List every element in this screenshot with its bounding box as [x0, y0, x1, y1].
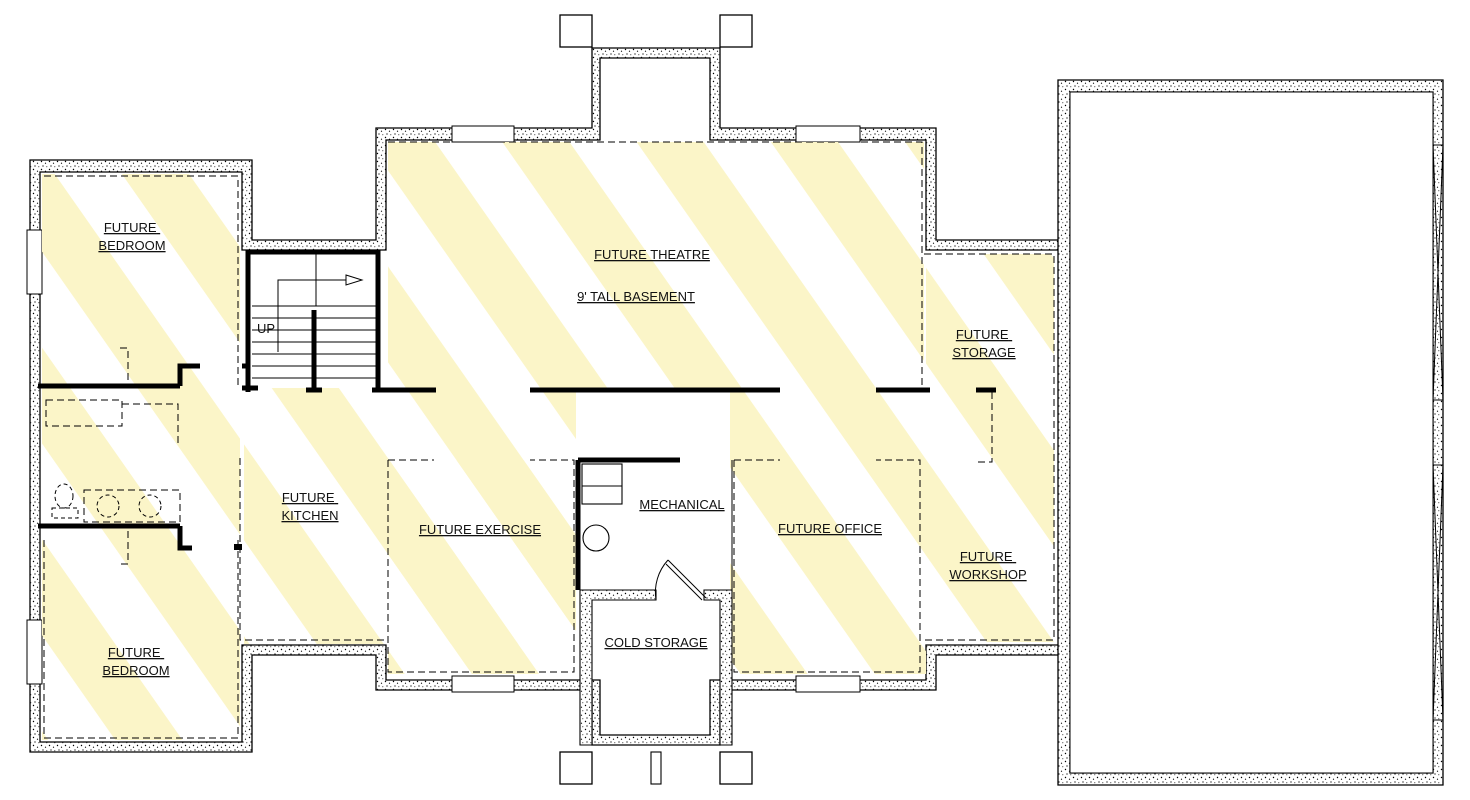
svg-text:FUTURE KITCHEN: FUTURE KITCHEN	[281, 490, 338, 523]
room-label-kitchen-line1: FUTURE	[282, 490, 335, 505]
room-labels: FUTURE BEDROOM FUTURE THEATRE 9' TALL BA…	[98, 220, 1026, 678]
room-label-office: FUTURE OFFICE	[778, 521, 882, 536]
room-label-bedroom-top-line2: BEDROOM	[98, 238, 165, 253]
fixtures	[51, 463, 623, 552]
svg-text:FUTURE THEATRE: FUTURE THEATRE	[594, 247, 710, 262]
basement-height-note: 9' TALL BASEMENT	[577, 289, 695, 304]
garage-block	[1057, 79, 1444, 786]
room-label-exercise: FUTURE EXERCISE	[419, 522, 541, 537]
room-label-workshop-line2: WORKSHOP	[949, 567, 1026, 582]
room-label-workshop-line1: FUTURE	[960, 549, 1013, 564]
future-partitions	[43, 141, 1055, 739]
room-label-cold-storage: COLD STORAGE	[604, 635, 707, 650]
stair: UP	[252, 254, 378, 379]
cold-storage-walls	[579, 460, 733, 746]
exterior-posts	[559, 14, 753, 785]
stair-label: UP	[257, 321, 275, 336]
svg-text:COLD STORAGE: COLD STORAGE	[604, 635, 707, 650]
foundation-walls	[26, 47, 1061, 753]
room-label-kitchen-line2: KITCHEN	[281, 508, 338, 523]
svg-text:9' TALL BASEMENT: 9' TALL BASEMENT	[577, 289, 695, 304]
svg-text:FUTURE BEDROOM: FUTURE BEDROOM	[102, 645, 169, 678]
svg-text:FUTURE BEDROOM: FUTURE BEDROOM	[98, 220, 165, 253]
room-label-bedroom-bottom-line1: FUTURE	[108, 645, 161, 660]
svg-text:FUTURE OFFICE: FUTURE OFFICE	[778, 521, 882, 536]
room-label-theatre: FUTURE THEATRE	[594, 247, 710, 262]
svg-text:FUTURE EXERCISE: FUTURE EXERCISE	[419, 522, 541, 537]
room-label-storage-line2: STORAGE	[952, 345, 1016, 360]
room-label-bedroom-top-line1: FUTURE	[104, 220, 157, 235]
future-area-fill	[42, 142, 1054, 740]
svg-text:FUTURE WORKSHOP: FUTURE WORKSHOP	[949, 549, 1026, 582]
svg-text:MECHANICAL: MECHANICAL	[639, 497, 724, 512]
room-label-bedroom-bottom-line2: BEDROOM	[102, 663, 169, 678]
room-label-mechanical: MECHANICAL	[639, 497, 724, 512]
room-label-storage-line1: FUTURE	[956, 327, 1009, 342]
svg-text:FUTURE STORAGE: FUTURE STORAGE	[952, 327, 1016, 360]
